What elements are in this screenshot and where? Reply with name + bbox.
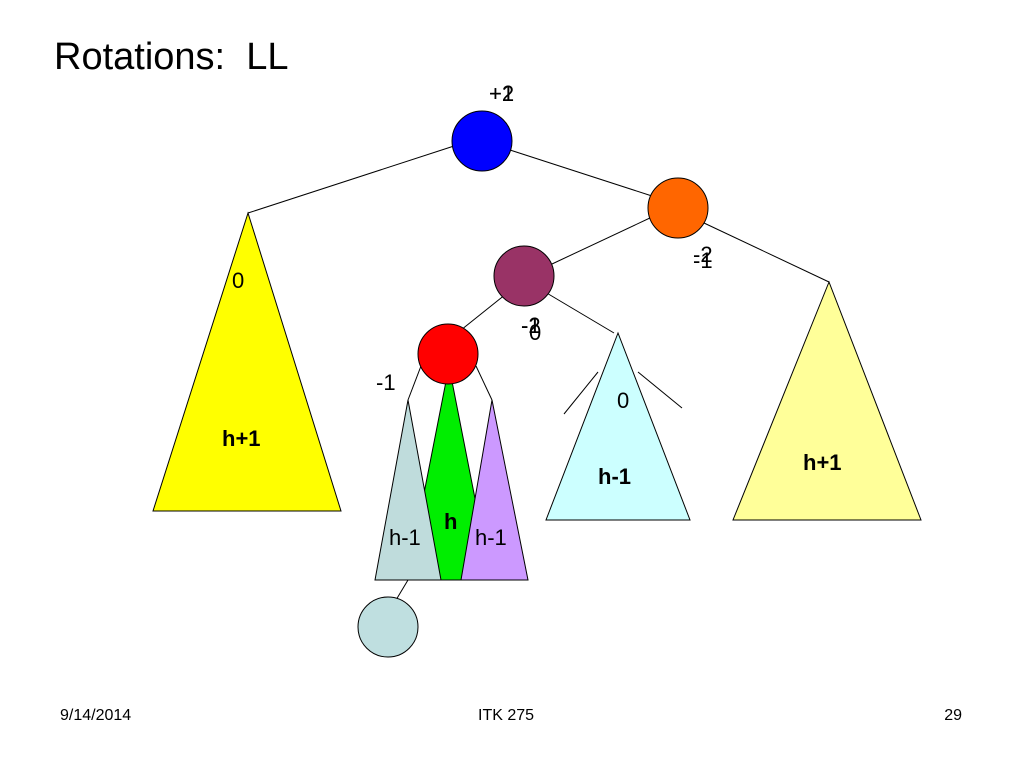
edge-purple-cyan [544, 291, 615, 334]
right-subtree-triangle [732, 280, 922, 521]
grandchild-node [493, 245, 555, 307]
grandchild-balance-3: 0 [529, 320, 541, 345]
light-blue-subtree-height: h-1 [389, 525, 421, 550]
grandchild-balance-1: -1 [521, 313, 541, 338]
left-subtree-height: h+1 [222, 426, 261, 451]
edge-root-right [509, 149, 653, 197]
footer-date: 9/14/2014 [60, 707, 132, 724]
red-node [417, 323, 479, 385]
right-child-balance-2: -2 [693, 242, 713, 267]
light-cyan-subtree-balance: 0 [617, 388, 629, 413]
right-child-node [647, 177, 709, 239]
light-cyan-subtree-triangle [545, 331, 691, 521]
right-subtree-height: h+1 [803, 450, 842, 475]
root-balance-1: +1 [489, 81, 514, 106]
green-subtree-height: h [444, 509, 457, 534]
purple-subtree-triangle [460, 399, 529, 581]
left-subtree-balance: 0 [232, 268, 244, 293]
slide-title: Rotations: LL [54, 36, 289, 78]
light-blue-subtree-triangle [374, 399, 442, 581]
edge-cyan-left [563, 371, 599, 415]
edge-purple-red [460, 293, 507, 331]
footer-course: ITK 275 [478, 707, 535, 724]
new-node [357, 596, 419, 658]
right-child-balance-1: -1 [693, 248, 713, 273]
edge-red-right [475, 365, 493, 401]
edge-red-left [407, 365, 422, 401]
edge-orange-right [703, 222, 830, 283]
root-node [451, 110, 513, 172]
root-balance-2: +2 [489, 81, 514, 106]
grandchild-balance-2: -2 [521, 313, 541, 338]
footer-page-number: 29 [944, 707, 962, 724]
light-cyan-subtree-height: h-1 [598, 464, 631, 489]
red-node-balance: -1 [376, 370, 396, 395]
edge-cyan-right [637, 371, 683, 409]
purple-subtree-height: h-1 [475, 525, 507, 550]
edge-root-left [247, 145, 455, 214]
left-subtree-triangle [152, 211, 342, 512]
edge-orange-purple [551, 216, 653, 265]
edge-lightblue-newnode [395, 579, 409, 601]
